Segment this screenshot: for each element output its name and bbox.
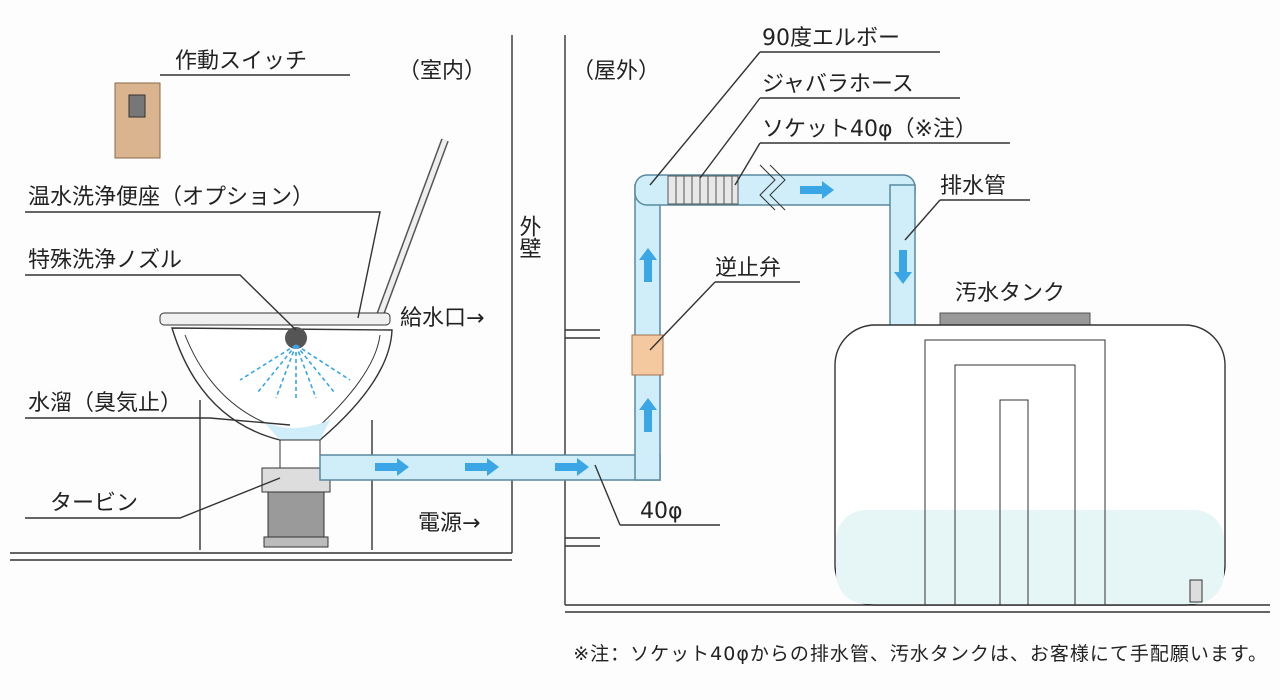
label-power: 電源→: [418, 511, 480, 536]
label-turbine: タービン: [50, 491, 138, 516]
toilet: [159, 138, 449, 550]
label-indoor: （室内）: [398, 59, 486, 84]
label-switch: 作動スイッチ: [175, 49, 307, 74]
leader-lines: [25, 51, 1030, 526]
label-water-inlet: 給水口→: [400, 306, 484, 331]
label-outdoor: （屋外）: [572, 59, 660, 84]
sewage-tank: [834, 312, 1226, 606]
label-sewage-tank: 汚水タンク: [955, 281, 1065, 306]
label-outer-wall: 外壁: [516, 215, 542, 259]
label-check-valve: 逆止弁: [715, 256, 781, 281]
bellows-hose: [667, 175, 739, 205]
label-water-seal: 水溜（臭気止）: [28, 391, 182, 416]
label-elbow: 90度エルボー: [762, 26, 900, 51]
label-drain-pipe: 排水管: [940, 174, 1006, 199]
activation-switch: [114, 74, 350, 159]
footnote: ※注：ソケット40φからの排水管、汚水タンクは、お客様にて手配願います。: [573, 643, 1268, 665]
label-socket: ソケット40φ（※注）: [762, 117, 977, 142]
flow-arrows: [375, 181, 912, 476]
label-washlet: 温水洗浄便座（オプション）: [28, 185, 314, 210]
label-nozzle: 特殊洗浄ノズル: [28, 248, 182, 273]
label-pipe-size: 40φ: [640, 499, 683, 524]
outer-wall: [511, 35, 600, 605]
label-bellows-hose: ジャバラホース: [762, 72, 914, 97]
